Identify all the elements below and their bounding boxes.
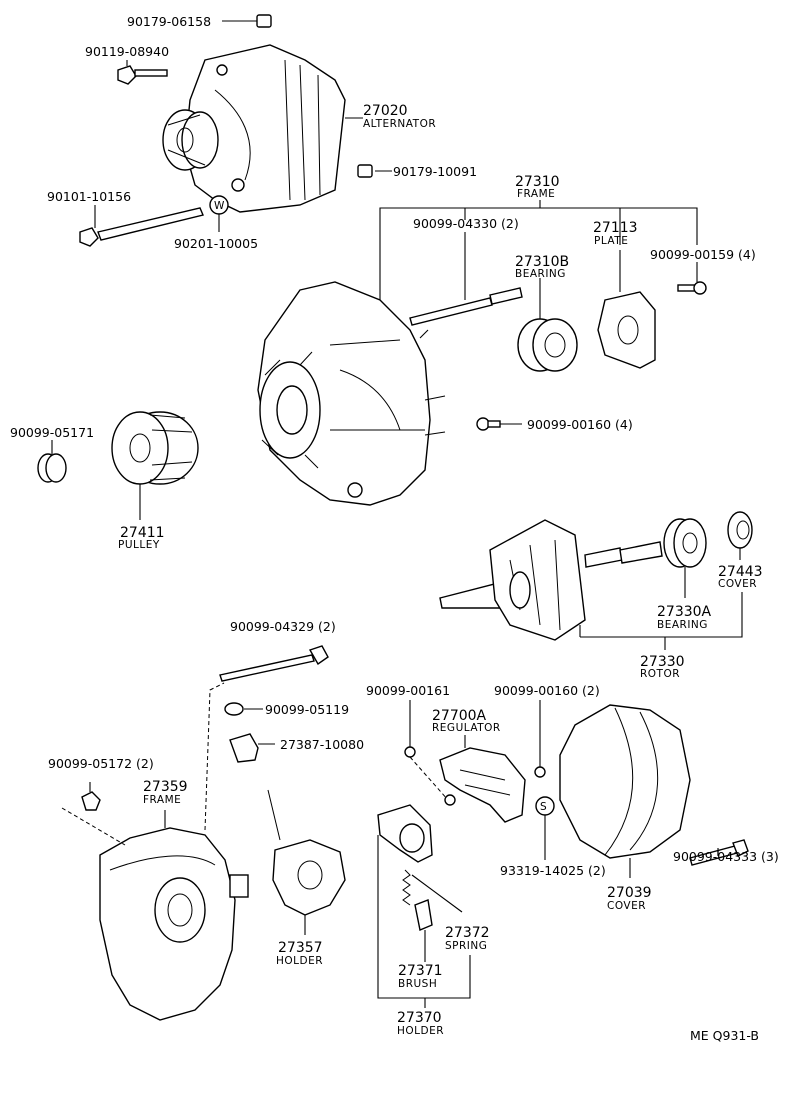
label-27310B: 27310B <box>515 254 569 270</box>
label-27039: 27039 <box>607 885 652 901</box>
label-90099-00159: 90099-00159 (4) <box>650 247 756 262</box>
bolt-90099-04330 <box>409 232 523 326</box>
label-27359: 27359 <box>143 779 188 795</box>
label-93319-14025: 93319-14025 (2) <box>500 863 606 878</box>
nut-90179-10091 <box>357 164 392 178</box>
bolt-90099-04329 <box>219 645 329 682</box>
caption-regulator: REGULATOR <box>432 722 501 734</box>
screw-90099-00160-frame <box>476 417 522 431</box>
label-90099-00161: 90099-00161 <box>366 683 450 698</box>
caption-plate: PLATE <box>594 235 628 247</box>
bushing-27387-10080 <box>229 733 275 763</box>
label-27443: 27443 <box>718 564 763 580</box>
caption-cover-27443: COVER <box>718 578 757 590</box>
seal-s-mark: S <box>540 801 547 813</box>
frame-27310-drawing <box>257 281 446 506</box>
caption-rotor: ROTOR <box>640 668 680 680</box>
label-90179-10091: 90179-10091 <box>393 164 477 179</box>
caption-pulley: PULLEY <box>118 539 160 551</box>
footer-code: ME Q931-B <box>690 1028 759 1043</box>
bearing-27310B <box>517 278 578 372</box>
seal-93319-14025: S <box>535 796 555 860</box>
regulator-27700A <box>439 735 526 823</box>
caption-alternator: ALTERNATOR <box>363 118 436 130</box>
label-90099-04330: 90099-04330 (2) <box>413 216 519 231</box>
label-27700A: 27700A <box>432 708 487 724</box>
label-27310: 27310 <box>515 174 560 190</box>
frame-27359-drawing <box>99 827 249 1021</box>
holder-27370-drawing <box>377 804 433 931</box>
bracket-27370 <box>377 835 471 1008</box>
caption-cover-27039: COVER <box>607 900 646 912</box>
label-90099-05171: 90099-05171 <box>10 425 94 440</box>
holder-27357-drawing <box>267 789 346 935</box>
caption-bearing-27330A: BEARING <box>657 619 708 631</box>
label-90099-05119: 90099-05119 <box>265 702 349 717</box>
label-90101-10156: 90101-10156 <box>47 189 131 204</box>
nut-90179-06158 <box>222 14 272 28</box>
washer-90201-10005: W <box>209 195 229 232</box>
screw-90099-00161 <box>404 700 449 801</box>
washer-w-mark: W <box>214 200 225 212</box>
bearing-27330A <box>663 518 707 598</box>
label-27330: 27330 <box>640 654 685 670</box>
label-90119-08940: 90119-08940 <box>85 44 169 59</box>
label-27330A: 27330A <box>657 604 712 620</box>
caption-brush: BRUSH <box>398 978 437 990</box>
label-90099-04333: 90099-04333 (3) <box>673 849 779 864</box>
label-90099-00160-reg: 90099-00160 (2) <box>494 683 600 698</box>
caption-bearing-27310B: BEARING <box>515 268 566 280</box>
screw-90099-00160-reg <box>534 700 546 778</box>
label-90099-04329: 90099-04329 (2) <box>230 619 336 634</box>
nut-90099-05119 <box>224 702 263 716</box>
label-90179-06158: 90179-06158 <box>127 14 211 29</box>
cover-27443 <box>727 511 753 560</box>
cover-27039-drawing <box>559 704 691 878</box>
label-90201-10005: 90201-10005 <box>174 236 258 251</box>
alternator-assembly <box>162 44 346 213</box>
label-27411: 27411 <box>120 525 165 541</box>
label-27113: 27113 <box>593 220 638 236</box>
label-90099-00160-frame: 90099-00160 (4) <box>527 417 633 432</box>
collar-90099-05171 <box>37 440 67 483</box>
label-27020: 27020 <box>363 103 408 119</box>
caption-holder-27370: HOLDER <box>397 1025 444 1037</box>
caption-frame-27310: FRAME <box>517 188 555 200</box>
caption-spring: SPRING <box>445 940 487 952</box>
bolt-90101-10156 <box>79 205 204 247</box>
label-27387-10080: 27387-10080 <box>280 737 364 752</box>
label-27370: 27370 <box>397 1010 442 1026</box>
plate-27113 <box>597 250 656 369</box>
caption-frame-27359: FRAME <box>143 794 181 806</box>
label-27371: 27371 <box>398 963 443 979</box>
label-27372: 27372 <box>445 925 490 941</box>
caption-holder-27357: HOLDER <box>276 955 323 967</box>
label-27357: 27357 <box>278 940 323 956</box>
rotor-27330 <box>439 519 663 641</box>
bracket-27330 <box>580 592 743 650</box>
screw-90099-00159 <box>677 262 707 295</box>
label-90099-05172: 90099-05172 (2) <box>48 756 154 771</box>
bracket-27310 <box>379 200 698 300</box>
pulley-27411 <box>111 411 199 520</box>
nut-90099-05172 <box>81 782 101 811</box>
bolt-90119-08940 <box>117 60 168 85</box>
